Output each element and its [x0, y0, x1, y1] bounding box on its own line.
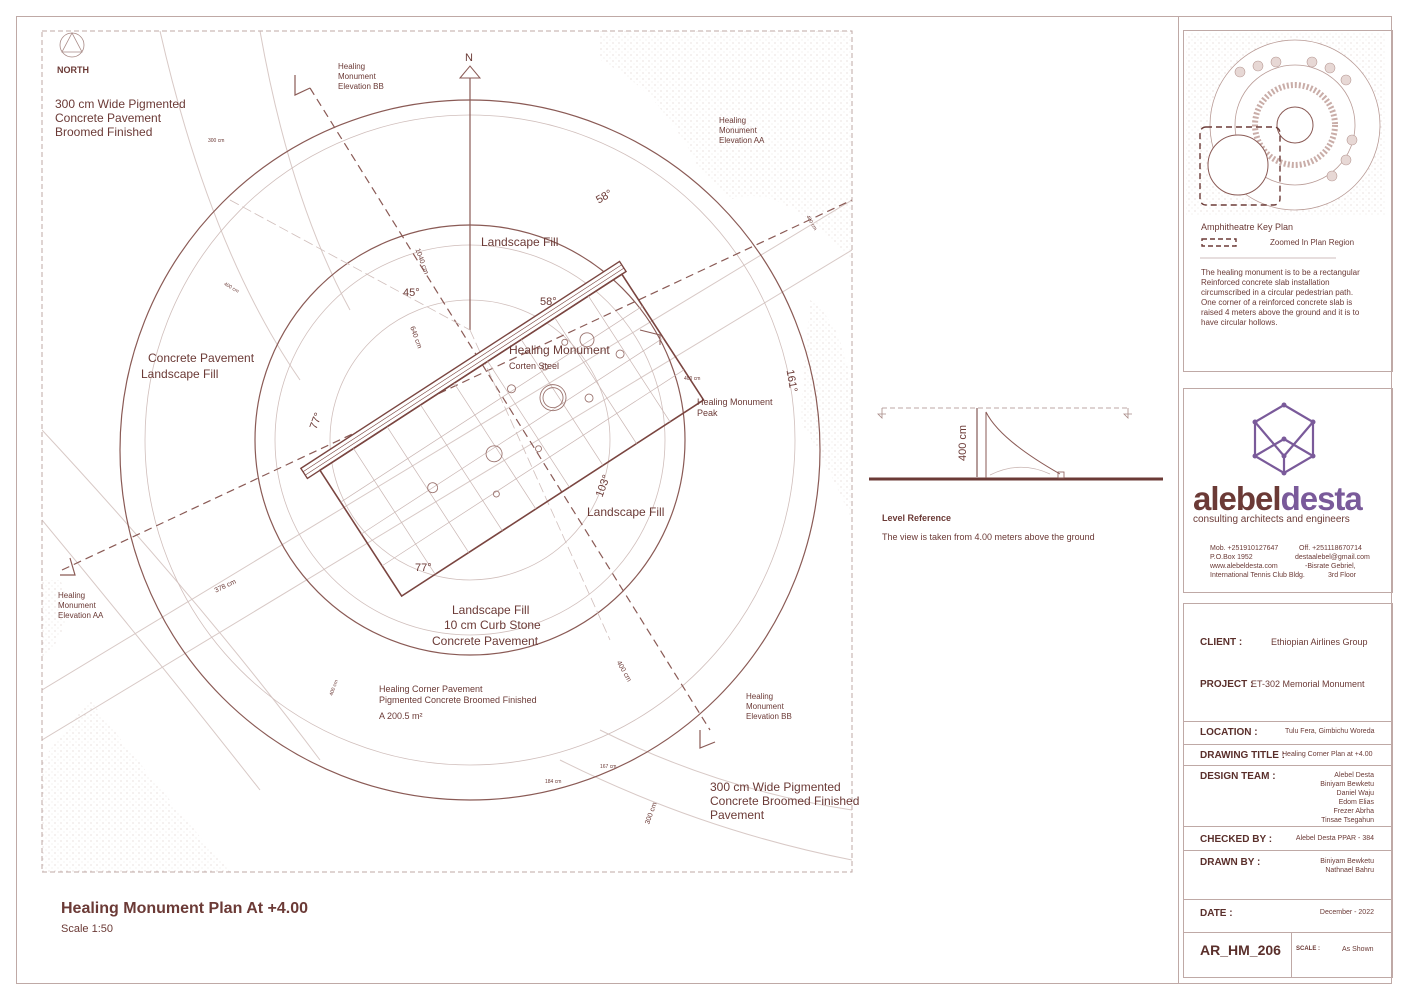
design-team-member: Frezer Abrha	[1333, 808, 1374, 815]
sheet-number: AR_HM_206	[1200, 942, 1281, 958]
north-arrow-label: N	[465, 52, 473, 64]
elevation-aa-label: Elevation AA	[719, 136, 765, 145]
level-reference-title: Level Reference	[882, 513, 952, 523]
sheet-border	[16, 16, 1392, 984]
landscape-fill-label: Landscape Fill	[587, 505, 665, 519]
angle-label: 77°	[415, 562, 432, 574]
landscape-fill-label: Landscape Fill	[452, 603, 530, 617]
client-label: CLIENT :	[1200, 637, 1243, 648]
elevation-bb-label: Elevation BB	[746, 712, 792, 721]
firm-mobile: Mob. +251910127647	[1210, 545, 1279, 552]
title-block	[1183, 603, 1393, 978]
key-plan-description: The healing monument is to be a rectangu…	[1201, 268, 1360, 327]
north-label: NORTH	[57, 65, 89, 75]
firm-address: International Tennis Club Bldg.	[1210, 572, 1305, 579]
key-plan-drawing	[1186, 33, 1386, 215]
pavement-label: 300 cm Wide Pigmented	[55, 97, 186, 111]
drawing-scale: Scale 1:50	[61, 923, 113, 935]
key-plan-panel	[1183, 30, 1393, 372]
elevation-bb-label: Healing	[338, 62, 366, 71]
location-label: LOCATION :	[1200, 727, 1258, 738]
healing-monument-label: Healing Monument	[509, 343, 610, 357]
checked-by-value: Alebel Desta PPAR - 384	[1295, 835, 1374, 842]
landscape-hatch-right	[800, 300, 852, 520]
dimension-label: 167 cm	[600, 764, 617, 770]
date-label: DATE :	[1200, 908, 1233, 919]
design-team-label: DESIGN TEAM :	[1200, 771, 1276, 782]
concrete-pavement-label: Concrete Pavement	[432, 634, 539, 648]
pavement-label: Pavement	[710, 808, 765, 822]
elevation-aa-label: Healing	[719, 116, 747, 125]
date-value: December - 2022	[1319, 909, 1374, 916]
pavement-label: Concrete Broomed Finished	[710, 794, 860, 808]
dimension-label: 400 cm	[684, 376, 701, 382]
pavement-label: 300 cm Wide Pigmented	[710, 780, 841, 794]
corner-pavement-label: Healing Corner Pavement	[379, 684, 483, 694]
drawn-by-label: DRAWN BY :	[1200, 857, 1261, 868]
titleblock-divider	[1178, 16, 1179, 983]
angle-label: 58°	[540, 296, 557, 308]
elevation-bb-label: Monument	[746, 702, 784, 711]
scale-label: SCALE :	[1296, 946, 1320, 952]
landscape-hatch-top-right	[600, 31, 852, 260]
drawn-by-value: Nathnael Bahru	[1325, 867, 1374, 874]
dimension-label: 184 cm	[545, 779, 562, 785]
scale-value: As Shown	[1342, 946, 1374, 953]
checked-by-label: CHECKED BY :	[1200, 834, 1273, 845]
pavement-label: Broomed Finished	[55, 125, 153, 139]
key-plan-title: Amphitheatre Key Plan	[1201, 222, 1294, 232]
monument-peak-label: Peak	[697, 408, 718, 418]
client-value: Ethiopian Airlines Group	[1271, 637, 1368, 647]
corner-pavement-label: Pigmented Concrete Broomed Finished	[379, 695, 537, 705]
area-label: A 200.5 m²	[379, 711, 423, 721]
curb-stone-label: 10 cm Curb Stone	[444, 618, 541, 632]
firm-website: www.alebeldesta.com	[1210, 563, 1278, 570]
design-team-member: Edom Elias	[1338, 799, 1374, 806]
dimension-label: 300 cm	[208, 138, 225, 144]
firm-panel	[1183, 388, 1393, 593]
landscape-fill-label: Landscape Fill	[141, 367, 219, 381]
pavement-label: Concrete Pavement	[55, 111, 162, 125]
landscape-hatch-bottom-left	[42, 700, 230, 872]
elevation-aa-label: Healing	[58, 591, 86, 600]
landscape-hatch-left	[42, 580, 67, 660]
elevation-aa-label: Monument	[58, 601, 96, 610]
elevation-bb-label: Elevation BB	[338, 82, 384, 91]
drawing-title-value: Healing Corner Plan at +4.00	[1282, 751, 1373, 758]
firm-address: -Bisrate Gebriel,	[1305, 563, 1356, 570]
design-team-member: Daniel Waju	[1336, 790, 1374, 797]
firm-po-box: P.O.Box 1952	[1210, 554, 1253, 561]
angle-label: 45°	[403, 287, 420, 299]
firm-name: alebeldesta	[1193, 480, 1363, 517]
monument-peak-label: Healing Monument	[697, 397, 773, 407]
firm-email: destaalebel@gmail.com	[1295, 554, 1370, 561]
drawn-by-value: Biniyam Bewketu	[1320, 858, 1374, 865]
firm-office: Off. +251118670714	[1299, 545, 1362, 552]
elevation-bb-label: Healing	[746, 692, 774, 701]
level-reference-text: The view is taken from 4.00 meters above…	[882, 532, 1095, 542]
drawing-title-label: DRAWING TITLE :	[1200, 750, 1285, 761]
design-team-member: Tinsae Tsegahun	[1321, 817, 1374, 824]
elevation-aa-label: Monument	[719, 126, 757, 135]
elevation-aa-label: Elevation AA	[58, 611, 104, 620]
design-team-member: Alebel Desta	[1334, 772, 1374, 779]
design-team-member: Biniyam Bewketu	[1320, 781, 1374, 788]
concrete-pavement-label: Concrete Pavement	[148, 351, 255, 365]
project-value: ET-302 Memorial Monument	[1251, 679, 1365, 689]
location-value: Tulu Fera, Gimbichu Woreda	[1285, 728, 1375, 735]
firm-tagline: consulting architects and engineers	[1193, 514, 1350, 525]
firm-floor: 3rd Floor	[1328, 572, 1357, 579]
elevation-bb-label: Monument	[338, 72, 376, 81]
corten-steel-label: Corten Steel	[509, 361, 560, 371]
project-label: PROJECT :	[1200, 679, 1254, 690]
key-plan-legend: Zoomed In Plan Region	[1270, 238, 1355, 247]
landscape-fill-label: Landscape Fill	[481, 235, 559, 249]
level-dimension: 400 cm	[957, 424, 970, 462]
drawing-title: Healing Monument Plan At +4.00	[61, 900, 309, 917]
